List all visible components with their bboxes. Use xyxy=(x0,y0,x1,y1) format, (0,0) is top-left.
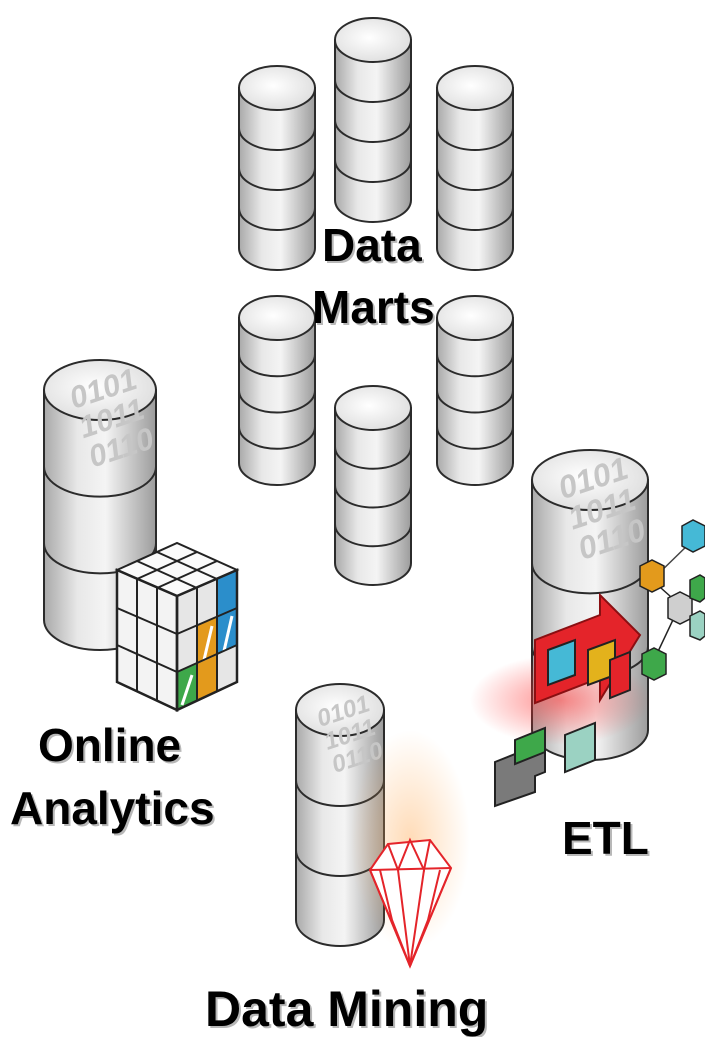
data-mart-cylinder-icon xyxy=(436,65,514,271)
data-mart-cylinder-icon xyxy=(334,385,412,586)
data-mart-cylinder-icon xyxy=(238,295,316,486)
data-mart-cylinder-icon xyxy=(436,295,514,486)
data-mart-cylinder-icon xyxy=(334,17,412,223)
diamond-icon xyxy=(368,837,453,969)
online-analytics-label-line2: Analytics xyxy=(10,782,215,834)
data-mining-label: Data Mining xyxy=(205,981,489,1037)
data-marts-label: Data xyxy=(322,219,422,271)
cube-network-icon xyxy=(639,519,705,681)
etl-label: ETL xyxy=(562,812,649,864)
olap-cube-icon xyxy=(114,541,240,712)
data-marts-label-line2: Marts xyxy=(312,281,435,333)
puzzle-pieces-icon xyxy=(494,638,631,808)
data-mart-cylinder-icon xyxy=(238,65,316,271)
online-analytics-label: Online xyxy=(38,719,182,771)
data-marts-group xyxy=(238,17,514,586)
